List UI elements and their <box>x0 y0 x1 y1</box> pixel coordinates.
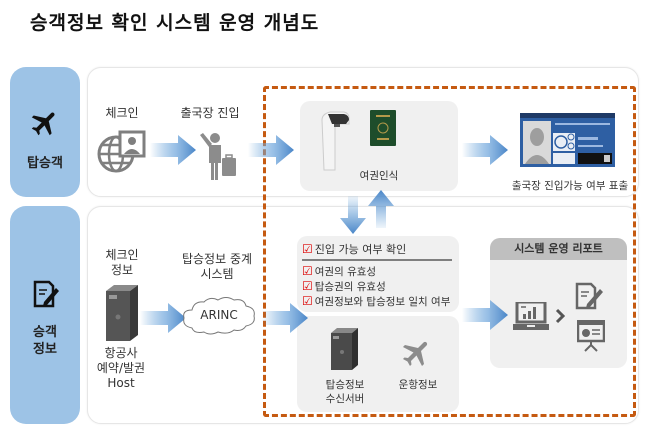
side-label-passenger-info: 승객 정보 <box>33 325 57 357</box>
relay-system-label: 탑승정보 중계 시스템 <box>181 252 253 281</box>
checkbox-checked-icon: ☑ <box>302 294 313 308</box>
airplane-icon <box>31 112 55 136</box>
check-item: ☑여권정보와 탑승정보 일치 여부 <box>302 294 451 308</box>
receiving-server-label: 탑승정보 수신서버 <box>325 379 365 405</box>
passport-reader-kiosk-icon <box>321 111 350 171</box>
flow-arrow-up <box>368 190 394 228</box>
screen-display-icon <box>520 113 615 167</box>
airline-host-label: 항공사 예약/발권 Host <box>96 346 146 390</box>
arinc-label: ARINC <box>200 308 238 322</box>
receiving-server-icon <box>331 328 358 370</box>
presentation-icon <box>577 320 605 352</box>
chevron-right-icon <box>555 308 565 324</box>
page-title: 승객정보 확인 시스템 운영 개념도 <box>30 12 320 34</box>
side-label-passenger: 탑승객 <box>27 156 63 171</box>
flight-info-label: 운항정보 <box>398 379 438 391</box>
side-block-passenger-info: 승객 정보 <box>10 206 80 424</box>
check-item: ☑탑승권의 유효성 <box>302 279 386 293</box>
checkbox-checked-icon: ☑ <box>302 242 313 256</box>
flow-arrow-right <box>248 135 294 165</box>
check-item: ☑여권의 유효성 <box>302 264 377 278</box>
checkbox-checked-icon: ☑ <box>302 264 313 278</box>
server-panel <box>297 316 459 412</box>
checkin-label: 체크인 <box>105 106 139 120</box>
flow-arrow-right <box>462 135 508 165</box>
checkin-info-label: 체크인 정보 <box>105 248 139 277</box>
airline-host-server-icon <box>106 285 138 341</box>
check-panel <box>297 236 459 312</box>
globe-id-icon <box>97 130 146 173</box>
display-label: 출국장 진입가능 여부 표출 <box>511 180 629 192</box>
laptop-chart-icon <box>513 302 549 330</box>
report-panel-title: 시스템 운영 리포트 <box>490 238 627 260</box>
flow-arrow-right <box>462 300 508 330</box>
passport-recognition-label: 여권인식 <box>359 170 399 182</box>
check-panel-title: ☑진입 가능 여부 확인 <box>302 241 452 261</box>
airplane-icon <box>402 341 428 367</box>
system-boundary <box>263 86 636 417</box>
cloud-icon <box>183 297 255 335</box>
document-edit-icon <box>33 280 59 308</box>
checkbox-checked-icon: ☑ <box>302 279 313 293</box>
passport-icon <box>370 110 396 146</box>
check-panel-content: ☑진입 가능 여부 확인 ☑여권의 유효성 ☑탑승권의 유효성 ☑여권정보와 탑… <box>302 241 452 309</box>
traveler-with-luggage-icon <box>200 133 236 180</box>
side-block-passenger: 탑승객 <box>10 67 80 197</box>
flow-arrow-right <box>262 303 308 333</box>
document-edit-icon <box>575 282 603 310</box>
departure-entry-label: 출국장 진입 <box>180 106 240 120</box>
flow-arrow-down <box>340 196 366 234</box>
flow-arrow-right <box>140 303 186 333</box>
flow-arrow-right <box>150 135 196 165</box>
